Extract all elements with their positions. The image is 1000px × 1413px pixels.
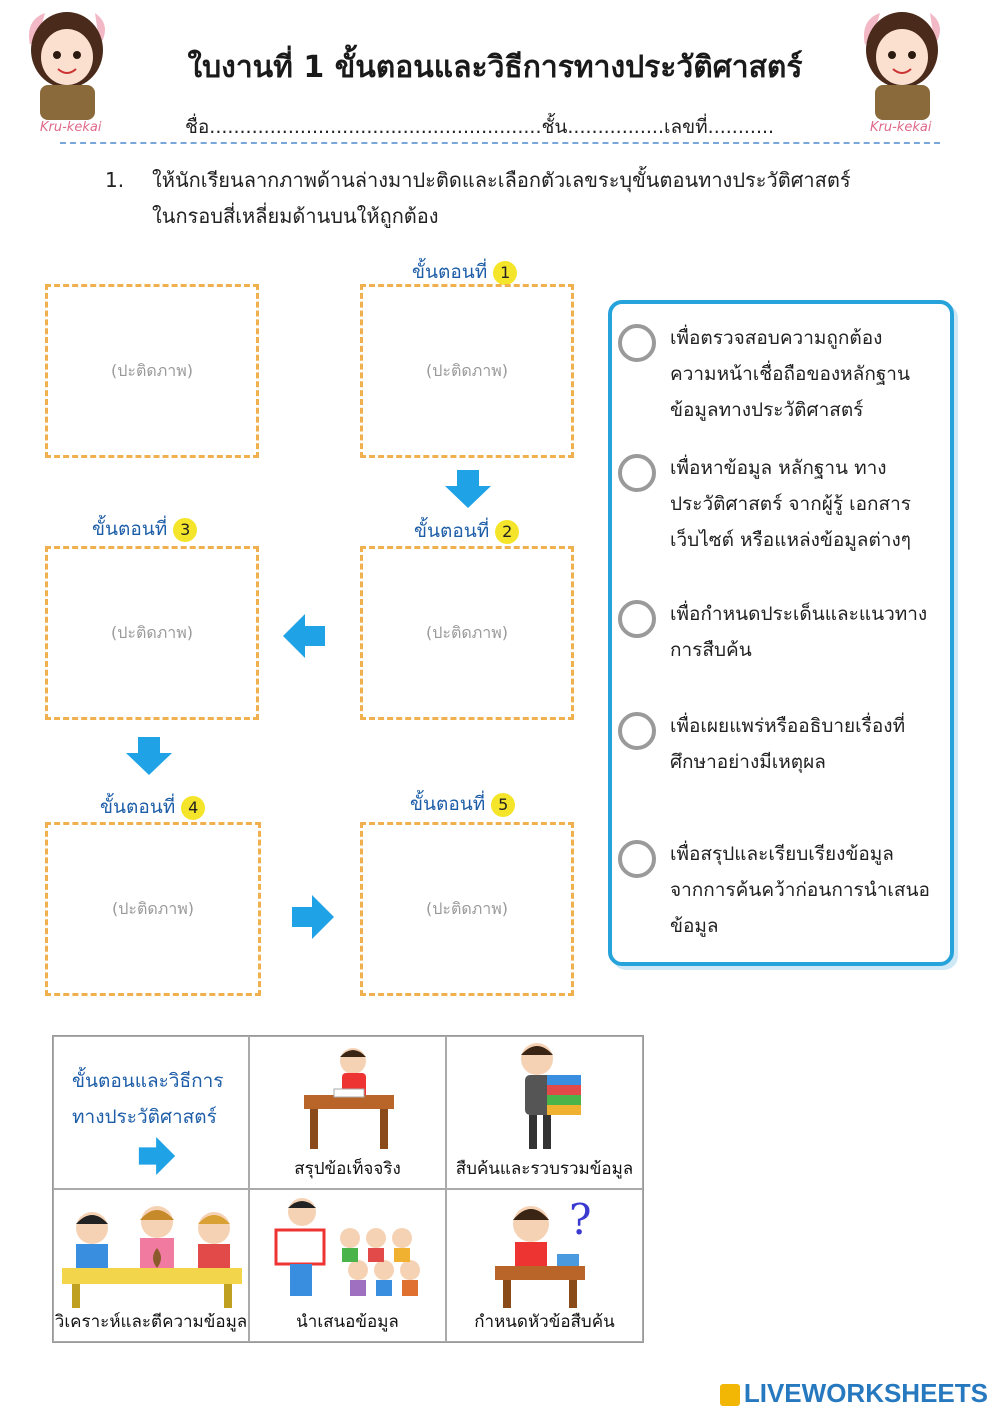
liveworksheets-logo[interactable]: LIVEWORKSHEETS (720, 1378, 988, 1409)
arrow-left-icon (283, 614, 325, 658)
step-number-badge: 5 (491, 793, 515, 817)
picture-cards-table: ขั้นตอนและวิธีการ ทางประวัติศาสตร์ สรุปข… (52, 1035, 644, 1343)
cards-header-line-2: ทางประวัติศาสตร์ (72, 1099, 223, 1135)
liveworksheets-logo-icon (720, 1384, 740, 1406)
watermark-left: Kru-kekai (40, 120, 102, 135)
question-number: 1. (105, 168, 124, 192)
teacher-avatar-right: Kru-kekai (855, 5, 950, 135)
picture-card-research[interactable]: สืบค้นและรวบรวมข้อมูล (446, 1036, 643, 1189)
option-item-5: เพื่อสรุปและเรียบเรียงข้อมูลจากการค้นคว้… (618, 836, 948, 944)
table-header-cell: ขั้นตอนและวิธีการ ทางประวัติศาสตร์ (53, 1036, 249, 1189)
picture-card-label: สรุปข้อเท็จจริง (250, 1155, 445, 1182)
step-number-badge: 4 (181, 796, 205, 820)
step-number-badge: 2 (495, 520, 519, 544)
drop-zone-step-2[interactable]: (ปะติดภาพ) (360, 546, 574, 720)
picture-card-label: วิเคราะห์และตีความข้อมูล (54, 1308, 248, 1335)
option-item-4: เพื่อเผยแพร่หรืออธิบายเรื่องที่ศึกษาอย่า… (618, 708, 948, 780)
step-number-badge: 3 (173, 518, 197, 542)
radio-circle[interactable] (618, 324, 656, 362)
drop-zone-step-3[interactable]: (ปะติดภาพ) (45, 546, 259, 720)
arrow-right-icon (292, 895, 334, 939)
arrow-down-icon (126, 737, 172, 775)
svg-text:?: ? (569, 1195, 592, 1244)
option-item-3: เพื่อกำหนดประเด็นและแนวทางการสืบค้น (618, 596, 948, 668)
worksheet-title: ใบงานที่ 1 ขั้นตอนและวิธีการทางประวัติศา… (175, 44, 815, 91)
step-label-2: ขั้นตอนที่2 (414, 516, 519, 546)
cards-header-line-1: ขั้นตอนและวิธีการ (72, 1063, 223, 1099)
student-question-illustration: ? (491, 1194, 601, 1312)
step-label-1: ขั้นตอนที่1 (412, 257, 517, 287)
drop-zone-step-1[interactable]: (ปะติดภาพ) (360, 284, 574, 458)
student-info-line: ชื่อ....................................… (185, 112, 774, 142)
instruction-line-2: ในกรอบสี่เหลี่ยมด้านบนให้ถูกต้อง (152, 198, 952, 234)
student-presenting-illustration (272, 1194, 422, 1310)
picture-card-define-topic[interactable]: ? กำหนดหัวข้อสืบค้น (446, 1189, 643, 1342)
header-divider (60, 142, 940, 144)
radio-circle[interactable] (618, 840, 656, 878)
option-item-2: เพื่อหาข้อมูล หลักฐาน ทางประวัติศาสตร์ จ… (618, 450, 948, 558)
option-item-1: เพื่อตรวจสอบความถูกต้องความหน้าเชื่อถือข… (618, 320, 948, 428)
arrow-down-icon (445, 470, 491, 508)
picture-card-label: สืบค้นและรวบรวมข้อมูล (447, 1155, 642, 1182)
teacher-avatar-left: Kru-kekai (20, 5, 115, 135)
instruction-line-1: ให้นักเรียนลากภาพด้านล่างมาปะติดและเลือก… (152, 162, 952, 198)
radio-circle[interactable] (618, 600, 656, 638)
picture-card-analyze[interactable]: วิเคราะห์และตีความข้อมูล (53, 1189, 249, 1342)
drop-zone-extra[interactable]: (ปะติดภาพ) (45, 284, 259, 458)
instruction-text: ให้นักเรียนลากภาพด้านล่างมาปะติดและเลือก… (152, 162, 952, 234)
radio-circle[interactable] (618, 454, 656, 492)
step-label-5: ขั้นตอนที่5 (410, 789, 515, 819)
watermark-right: Kru-kekai (870, 120, 932, 135)
picture-card-label: กำหนดหัวข้อสืบค้น (447, 1308, 642, 1335)
drop-zone-step-5[interactable]: (ปะติดภาพ) (360, 822, 574, 996)
students-table-illustration (62, 1198, 242, 1310)
picture-card-present[interactable]: นำเสนอข้อมูล (249, 1189, 446, 1342)
picture-card-label: นำเสนอข้อมูล (250, 1308, 445, 1335)
step-label-3: ขั้นตอนที่3 (92, 514, 197, 544)
step-label-4: ขั้นตอนที่4 (100, 792, 205, 822)
drop-zone-step-4[interactable]: (ปะติดภาพ) (45, 822, 261, 996)
arrow-right-icon (138, 1137, 176, 1175)
picture-card-summarize[interactable]: สรุปข้อเท็จจริง (249, 1036, 446, 1189)
step-number-badge: 1 (493, 261, 517, 285)
student-books-illustration (497, 1039, 593, 1157)
student-writing-illustration (298, 1043, 398, 1155)
radio-circle[interactable] (618, 712, 656, 750)
